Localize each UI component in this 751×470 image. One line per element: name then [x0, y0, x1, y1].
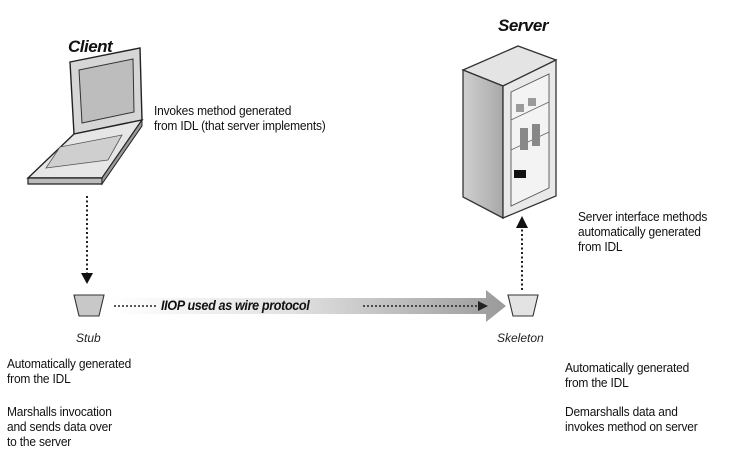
- stub-generated-text: Automatically generated from the IDL: [7, 356, 132, 386]
- server-icon: [461, 45, 558, 220]
- server-description: Server interface methods automatically g…: [578, 209, 708, 254]
- skeleton-icon: [507, 294, 539, 317]
- stub-label: Stub: [76, 331, 101, 345]
- stub-icon: [73, 294, 105, 317]
- skeleton-label: Skeleton: [497, 331, 544, 345]
- client-title: Client: [68, 37, 113, 56]
- stub-role-text: Marshalls invocation and sends data over…: [7, 404, 112, 449]
- protocol-label: IIOP used as wire protocol: [161, 297, 310, 313]
- wire-protocol-arrow: [112, 290, 506, 322]
- skeleton-to-server-arrow: [516, 216, 528, 290]
- server-title: Server: [498, 16, 548, 35]
- laptop-icon: [26, 47, 144, 186]
- skeleton-generated-text: Automatically generated from the IDL: [565, 360, 690, 390]
- client-to-stub-arrow: [81, 196, 93, 284]
- skeleton-role-text: Demarshalls data and invokes method on s…: [565, 404, 698, 434]
- client-description: Invokes method generated from IDL (that …: [154, 103, 326, 133]
